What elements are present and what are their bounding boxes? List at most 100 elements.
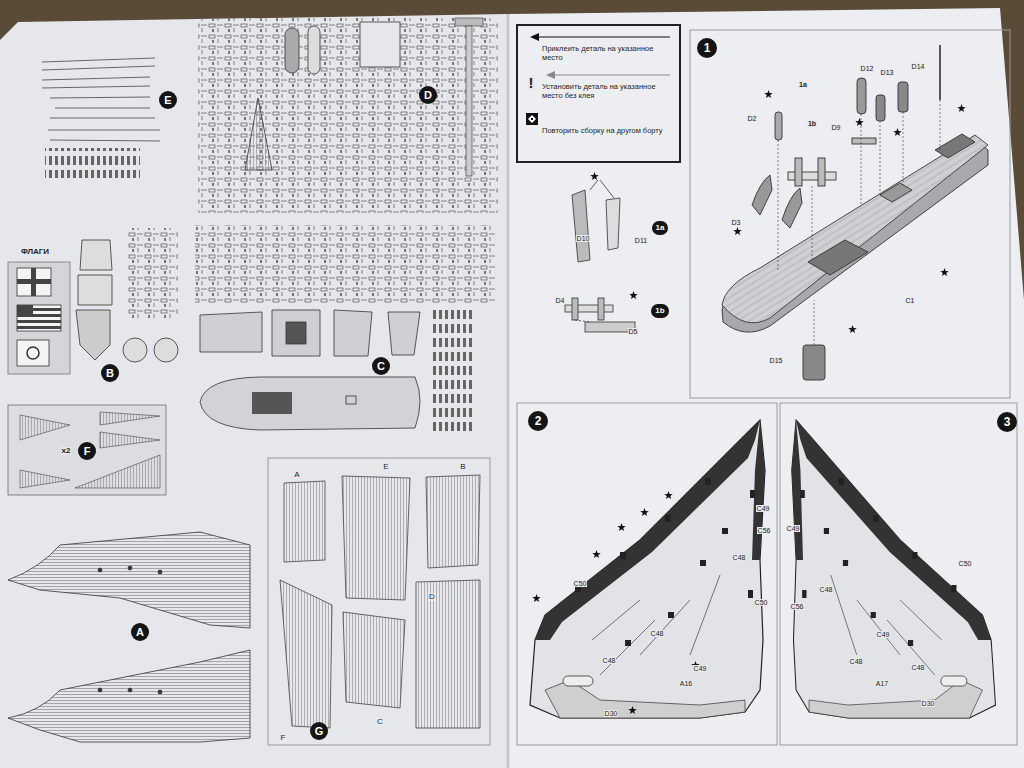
flag-sheet <box>8 262 70 374</box>
hull-side <box>530 420 765 718</box>
right-page <box>508 8 1024 768</box>
glue-marks <box>532 90 966 714</box>
part-label: C <box>376 718 384 726</box>
callout-letter: C <box>377 361 385 372</box>
legend-sample <box>522 112 674 126</box>
part-label: 1b <box>807 120 817 127</box>
callout-letter: G <box>315 726 324 737</box>
part-label: A <box>293 471 300 479</box>
legend-sample <box>522 30 674 44</box>
callout-circle: B <box>101 364 119 382</box>
legend-sample <box>522 68 674 82</box>
part-label: C49 <box>693 665 708 672</box>
part-label: D10 <box>576 235 591 242</box>
part-label: ! <box>528 75 535 90</box>
callout-letter: 1b <box>655 307 664 315</box>
legend-text: Приклеить деталь на указанное место <box>542 44 670 62</box>
sail-sheet <box>268 458 490 745</box>
part-label: C48 <box>911 664 926 671</box>
part-label: A16 <box>679 680 693 687</box>
callout-letter: 2 <box>535 415 542 427</box>
callout-circle: 1b <box>651 304 668 318</box>
step-panel <box>780 403 1017 745</box>
part-label: C1 <box>905 297 916 304</box>
legend-text: Установить деталь на указанное место без… <box>542 82 670 100</box>
callout-circle: 2 <box>528 411 548 431</box>
sprue-d <box>195 18 498 303</box>
sprue-f <box>8 405 166 495</box>
legend-entry: Установить деталь на указанное место без… <box>522 68 674 100</box>
part-label: C48 <box>819 586 834 593</box>
part-label: C48 <box>602 657 617 664</box>
legend-frame <box>517 25 680 162</box>
callout-letter: E <box>164 95 171 106</box>
repeat-icon <box>526 113 538 125</box>
callout-circle: 1a <box>652 221 669 235</box>
callout-circle: A <box>131 623 149 641</box>
part-label: D9 <box>831 124 842 131</box>
part-label: D14 <box>911 63 926 70</box>
step-panel <box>517 403 777 745</box>
part-label: D12 <box>860 65 875 72</box>
part-label: C48 <box>650 630 665 637</box>
deck-assembly <box>722 45 988 380</box>
detail-figures <box>565 180 635 332</box>
left-page <box>0 14 508 768</box>
part-label: C50 <box>573 580 588 587</box>
sprue-e <box>42 58 160 178</box>
callout-circle: C <box>372 357 390 375</box>
callout-circle: F <box>78 442 96 460</box>
part-label: D30 <box>921 700 936 707</box>
arrow-sample <box>536 36 670 37</box>
part-label: D2 <box>747 115 758 122</box>
part-label: C48 <box>849 658 864 665</box>
part-label: D13 <box>880 69 895 76</box>
callout-circle: 3 <box>997 412 1017 432</box>
hull-halves <box>8 532 250 742</box>
hull-side <box>792 420 996 718</box>
callout-circle: G <box>310 722 328 740</box>
part-label: D30 <box>604 710 619 717</box>
callout-circle: E <box>159 91 177 109</box>
part-label: ФЛАГИ <box>20 248 50 256</box>
sprue-b <box>76 228 178 362</box>
callout-letter: 1a <box>656 224 665 232</box>
page-fold <box>507 14 510 768</box>
part-label: D <box>428 593 436 601</box>
part-label: C50 <box>958 560 973 567</box>
callout-letter: 1 <box>704 42 711 54</box>
callout-circle: D <box>419 86 437 104</box>
sprue-c <box>200 310 472 435</box>
arrow-head <box>546 71 555 79</box>
legend-text: Повторить сборку на другом борту <box>542 126 670 135</box>
callout-letter: 3 <box>1004 416 1011 428</box>
part-label: C50 <box>754 599 769 606</box>
arrow-sample <box>552 74 670 75</box>
part-label: D5 <box>628 328 639 335</box>
part-label: B <box>459 463 466 471</box>
part-label: F <box>280 734 287 742</box>
step-panel <box>690 30 1010 398</box>
callout-letter: A <box>136 627 144 638</box>
callout-circle: 1 <box>697 38 717 58</box>
part-label: 1a <box>798 81 808 88</box>
part-label: x2 <box>61 447 72 455</box>
legend-entry: Повторить сборку на другом борту <box>522 112 674 135</box>
arrow-head <box>530 33 539 41</box>
part-label: D15 <box>769 357 784 364</box>
part-label: C56 <box>757 527 772 534</box>
callout-letter: F <box>84 446 91 457</box>
part-label: C49 <box>756 505 771 512</box>
callout-letter: B <box>106 368 114 379</box>
part-label: D11 <box>634 237 648 244</box>
part-label: C48 <box>732 554 747 561</box>
part-label: C49 <box>786 525 801 532</box>
legend-entry: Приклеить деталь на указанное место <box>522 30 674 62</box>
part-label: A17 <box>875 680 889 687</box>
part-label: D3 <box>731 219 742 226</box>
part-label: C56 <box>790 603 805 610</box>
